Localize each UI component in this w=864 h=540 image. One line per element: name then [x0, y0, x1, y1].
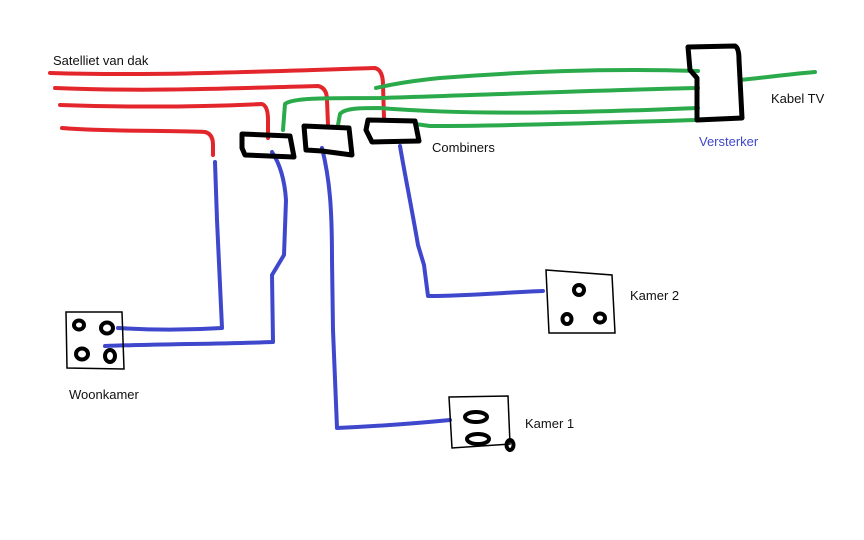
- connector-icon: [560, 312, 574, 326]
- cable-wires: [281, 67, 817, 132]
- satellite-wires: [48, 66, 386, 157]
- living-room-outlet: [65, 311, 125, 370]
- cable-tv-label: Kabel TV: [771, 91, 825, 106]
- connector-icon: [72, 318, 86, 332]
- satellite-wire-4: [60, 126, 215, 157]
- connector-icon: [74, 346, 90, 362]
- cable-input-wire: [738, 70, 817, 82]
- connector-icon: [99, 320, 115, 336]
- combiner-3-icon: [363, 117, 422, 145]
- connector-icon: [465, 432, 491, 446]
- living-room-wire-1: [116, 160, 224, 332]
- combiner-1-icon: [239, 131, 297, 160]
- connector-icon: [593, 311, 607, 325]
- cable-wire-4: [413, 118, 700, 128]
- connector-icon: [504, 438, 516, 452]
- outlet-wires: [103, 144, 545, 430]
- connector-icon: [572, 283, 586, 297]
- cable-wire-1: [374, 67, 700, 90]
- amplifier-label: Versterker: [699, 134, 759, 149]
- room2-wire: [398, 144, 545, 298]
- combiner-2-icon: [301, 123, 355, 158]
- connector-icon: [463, 410, 489, 424]
- cable-wire-2: [281, 86, 700, 132]
- room2-outlet-box: [545, 269, 616, 334]
- combiners: [239, 117, 422, 160]
- room1-wire: [320, 146, 452, 430]
- room1-outlet: [448, 395, 516, 452]
- room1-outlet-box: [448, 395, 511, 449]
- combiners-label: Combiners: [432, 140, 495, 155]
- room2-label: Kamer 2: [630, 288, 679, 303]
- satellite-wire-3: [58, 102, 270, 140]
- living-room-label: Woonkamer: [69, 387, 140, 402]
- living-room-wire-2: [103, 150, 288, 348]
- satellite-wire-1: [48, 66, 386, 120]
- room1-label: Kamer 1: [525, 416, 574, 431]
- satellite-wire-2: [53, 84, 330, 127]
- cable-wire-3: [336, 106, 700, 127]
- room2-outlet: [545, 269, 616, 334]
- living-room-outlet-box: [65, 311, 125, 370]
- amplifier: [685, 43, 745, 123]
- amplifier-box-icon: [685, 43, 745, 123]
- satellite-label: Satelliet van dak: [53, 53, 149, 68]
- connector-icon: [103, 348, 117, 364]
